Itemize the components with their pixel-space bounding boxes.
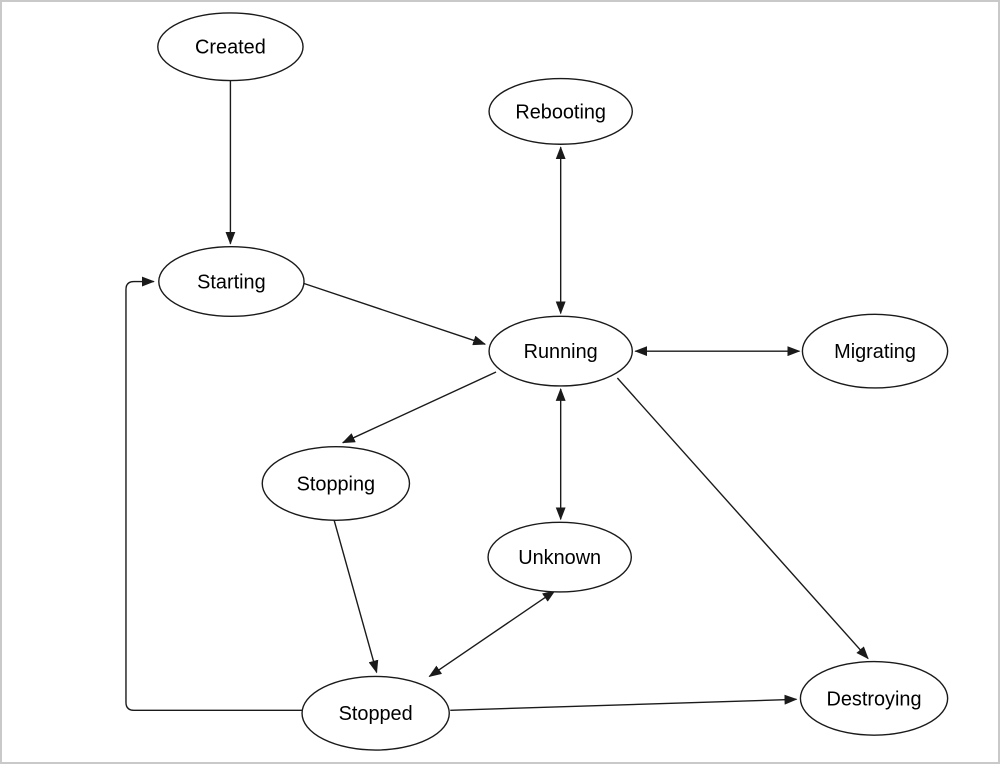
node-starting-label: Starting [197,271,265,293]
node-rebooting: Rebooting [488,77,634,145]
node-stopping-label: Stopping [297,473,375,495]
edge-layer [125,80,869,711]
node-stopping: Stopping [261,445,411,521]
node-stopping-shape [261,445,411,521]
edge-running-to-stopping [341,371,497,444]
node-starting-shape [158,246,305,318]
node-rebooting-shape [488,77,634,145]
node-migrating-label: Migrating [834,341,916,363]
node-created-shape [157,12,304,82]
edge-unknown-stopped-bidirectional [428,590,556,678]
edge-running-to-destroying [616,377,869,660]
node-rebooting-label: Rebooting [515,101,606,123]
node-destroying: Destroying [799,660,949,736]
node-migrating: Migrating [801,313,949,389]
node-running-label: Running [524,341,598,363]
node-destroying-shape [799,660,949,736]
node-created-label: Created [195,37,266,59]
node-unknown-label: Unknown [518,547,601,569]
edge-stopped-to-starting-loop [125,276,303,711]
edge-starting-to-running [303,282,487,346]
edge-stopped-to-destroying [450,694,798,711]
node-running-shape [488,315,634,387]
edge-stopping-to-stopped [333,519,379,674]
node-migrating-shape [801,313,949,389]
node-created: Created [157,12,304,82]
node-unknown-shape [487,521,633,593]
node-stopped-label: Stopped [339,703,413,725]
node-stopped-shape [301,675,450,751]
node-stopped: Stopped [301,675,450,751]
node-running: Running [488,315,634,387]
node-destroying-label: Destroying [827,688,922,710]
node-layer: Created Rebooting Starting Running Migra… [157,12,949,751]
node-starting: Starting [158,246,305,318]
node-unknown: Unknown [487,521,633,593]
